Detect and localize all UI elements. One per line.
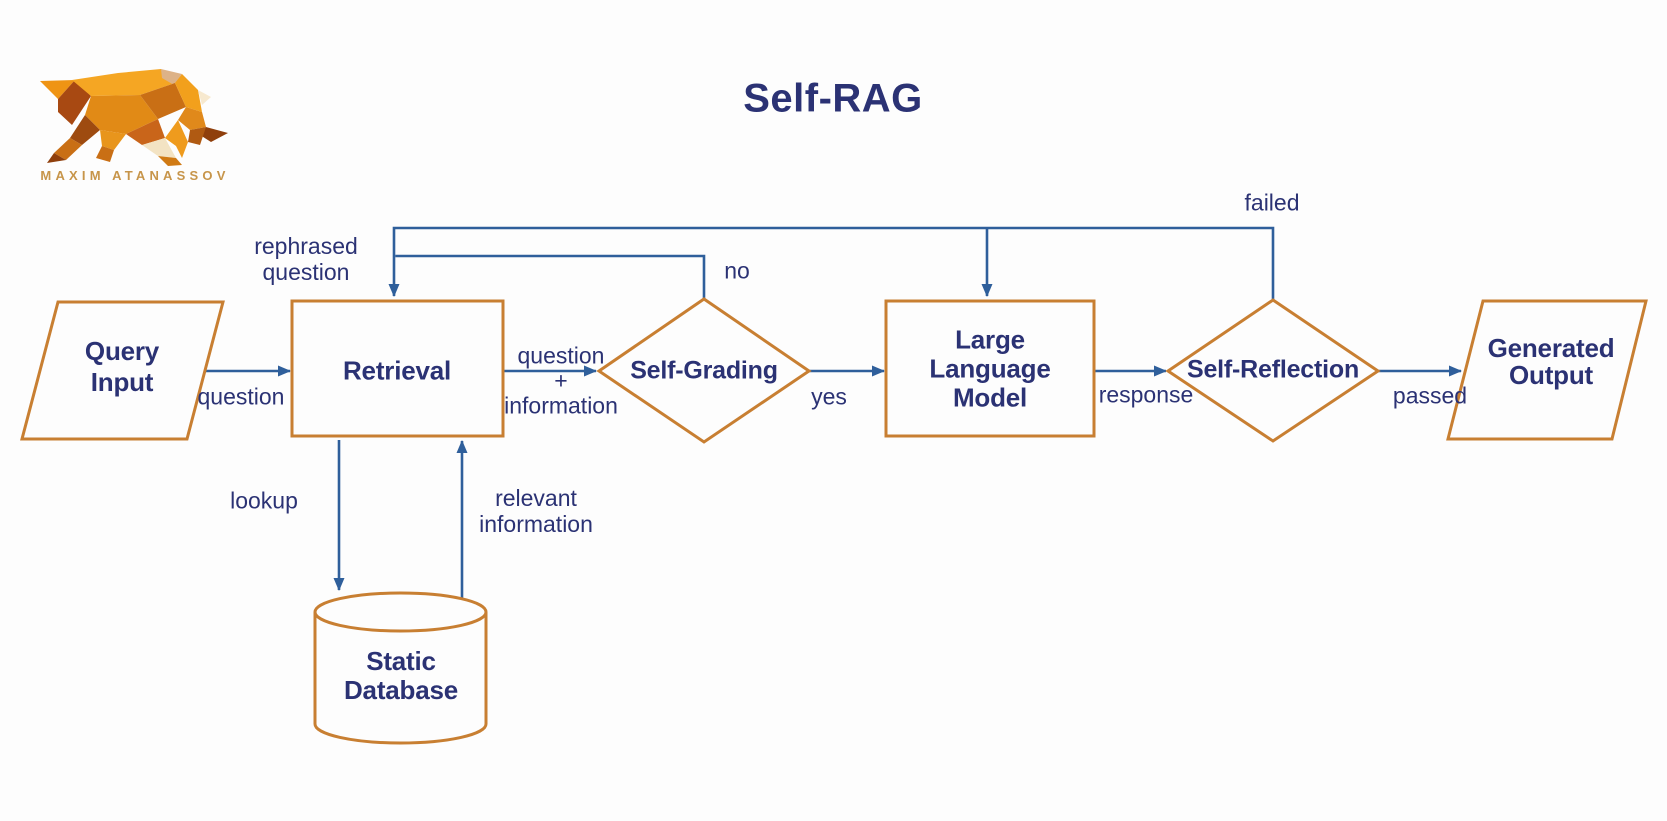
edge-label-question: question bbox=[197, 383, 285, 410]
self-grading-label: Self-Grading bbox=[630, 356, 778, 385]
query-input-shape bbox=[20, 300, 225, 441]
retrieval-label: Retrieval bbox=[342, 355, 452, 386]
edge-label-response: response bbox=[1098, 381, 1194, 408]
generated-output-shape bbox=[1446, 299, 1648, 441]
edge-label-yes: yes bbox=[811, 383, 847, 410]
static-database-body bbox=[313, 612, 488, 745]
self-reflection-shape bbox=[1165, 298, 1381, 443]
edge-label-failed: failed bbox=[1244, 189, 1300, 216]
edge-label-rephrased-question: rephrased question bbox=[254, 233, 358, 285]
page-title: Self-RAG bbox=[743, 76, 923, 121]
edge-label-relevant-information: relevant information bbox=[479, 485, 593, 537]
brand-name: MAXIM ATANASSOV bbox=[40, 168, 230, 183]
static-database-label: Static Database bbox=[343, 646, 459, 705]
edge-label-passed: passed bbox=[1392, 382, 1468, 409]
static-database-top bbox=[313, 591, 488, 633]
generated-output-label: Generated Output bbox=[1487, 333, 1615, 390]
llm-shape bbox=[884, 299, 1096, 438]
edge-label-lookup: lookup bbox=[230, 487, 298, 514]
edge-label-no: no bbox=[724, 257, 750, 284]
bull-logo-icon bbox=[40, 69, 228, 166]
self-reflection-label: Self-Reflection bbox=[1186, 355, 1360, 384]
connector-no bbox=[395, 254, 706, 299]
self-grading-shape bbox=[596, 297, 812, 444]
llm-label: Large Language Model bbox=[929, 324, 1051, 413]
retrieval-shape bbox=[290, 299, 505, 438]
edge-label-question-information: question + information bbox=[504, 342, 618, 419]
query-input-label: Query Input bbox=[84, 336, 160, 397]
connector-failed bbox=[388, 226, 1275, 300]
brand-logo: MAXIM ATANASSOV bbox=[30, 50, 240, 190]
